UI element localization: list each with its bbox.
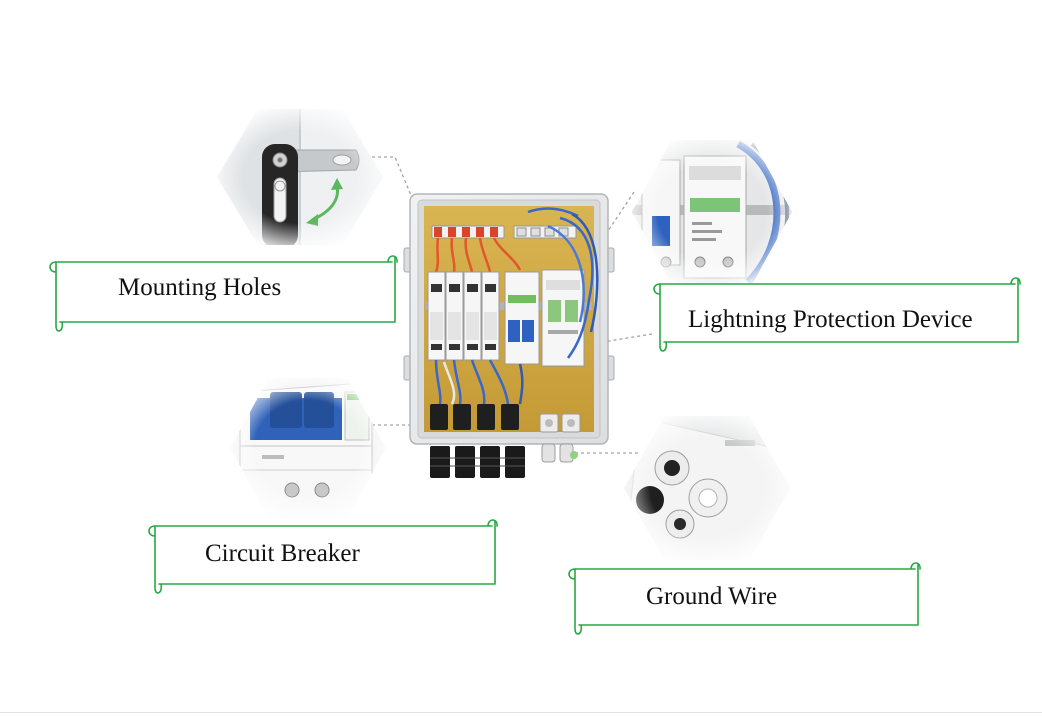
mounting-bracket-photo [217, 109, 383, 245]
inner-cable-glands [430, 404, 581, 433]
breaker-handle [508, 320, 520, 342]
callout-ground-wire [568, 562, 921, 635]
surge-protector-photo [632, 140, 792, 284]
breaker-and-spd [504, 269, 585, 367]
dc-breaker [504, 271, 540, 365]
callout-lightning-protection-device [653, 277, 1021, 352]
breaker-photo [230, 378, 386, 518]
outer-gland [541, 443, 556, 463]
mc4-connector [430, 446, 450, 478]
mc4-connector [455, 446, 475, 478]
combiner-box [403, 193, 615, 478]
scroll-frame [49, 255, 398, 332]
label-ground-wire: Ground Wire [646, 583, 778, 610]
top-terminal-blocks [431, 225, 577, 239]
label-circuit-breaker: Circuit Breaker [205, 540, 360, 567]
label-lightning-protection-device: Lightning Protection Device [688, 306, 973, 333]
label-mounting-holes: Mounting Holes [118, 274, 282, 301]
mc4-connector [480, 446, 500, 478]
mc4-connector [505, 446, 525, 478]
ground-point-icon [570, 451, 578, 459]
scroll-frame [148, 519, 498, 594]
scroll-frame [568, 562, 921, 635]
callout-mounting-holes [49, 255, 398, 332]
blue-wires [434, 207, 599, 405]
mc4-connectors [430, 446, 525, 478]
scroll-frame [653, 277, 1021, 352]
callout-circuit-breaker [148, 519, 498, 594]
bottom-divider [0, 712, 1042, 713]
breaker-handle [522, 320, 534, 342]
red-wires [434, 237, 522, 273]
leader-mounting-holes [366, 156, 419, 213]
fuse-holders [427, 271, 500, 361]
cable-gland-photo [624, 416, 790, 560]
